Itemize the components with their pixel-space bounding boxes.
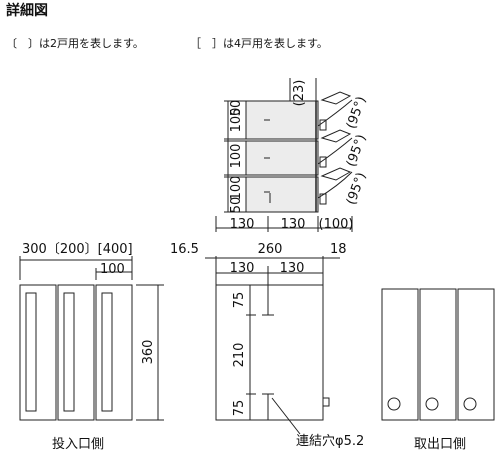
dim-360: 360 (141, 340, 156, 365)
angle-middle: (95°) (344, 133, 369, 169)
dim-210: 210 (232, 343, 247, 368)
dim-130-left: 130 (230, 217, 255, 232)
top-box-2 (245, 140, 319, 176)
front-slot-3 (101, 292, 113, 412)
dim-16-5: 16.5 (170, 242, 199, 257)
back-lock-icon-2 (425, 397, 439, 411)
back-unit-3 (457, 288, 495, 421)
front-unit-2 (57, 284, 95, 421)
dim-130-side-right: 130 (280, 261, 305, 276)
side-body (215, 284, 324, 421)
front-view (19, 256, 164, 421)
top-view (215, 78, 353, 232)
back-unit-2 (419, 288, 457, 421)
dim-50-top: 50 (229, 100, 244, 117)
front-slot-1 (25, 292, 37, 412)
front-unit-3 (95, 284, 133, 421)
dim-23: (23) (292, 80, 307, 107)
caption-insert-side: 投入口側 (52, 436, 104, 452)
front-slot-2 (63, 292, 75, 412)
dim-18: 18 (330, 242, 347, 257)
dim-130-right: 130 (281, 217, 306, 232)
top-box-1 (245, 100, 319, 140)
back-view (381, 288, 495, 421)
note-4-unit: ［ ］は4戸用を表します。 (190, 37, 328, 50)
dim-100-middle: 100 (229, 144, 244, 169)
back-unit-1 (381, 288, 419, 421)
caption-takeout-side: 取出口側 (414, 437, 466, 452)
front-unit-1 (19, 284, 57, 421)
side-view (205, 256, 340, 435)
back-lock-icon-1 (387, 397, 401, 411)
page-title: 詳細図 (6, 3, 48, 19)
dim-100-upper: 100 (229, 108, 244, 133)
dim-260: 260 (258, 242, 283, 257)
dim-130-side-left: 130 (230, 261, 255, 276)
note-2-unit: 〔 〕は2戸用を表します。 (6, 37, 144, 50)
dim-50-bottom: 50 (229, 197, 244, 214)
dim-75-bottom: 75 (232, 400, 247, 417)
angle-upper: (95°) (344, 95, 369, 131)
top-box-3 (245, 176, 319, 213)
dim-100-lower: 100 (229, 176, 244, 201)
back-lock-icon-3 (463, 397, 477, 411)
dim-100-paren: (100) (319, 217, 354, 232)
hole-label: 連結穴φ5.2 (296, 434, 364, 449)
dim-width: 300〔200〕[400] (22, 242, 133, 257)
dim-75-top: 75 (232, 292, 247, 309)
dim-100-front: 100 (100, 262, 125, 277)
